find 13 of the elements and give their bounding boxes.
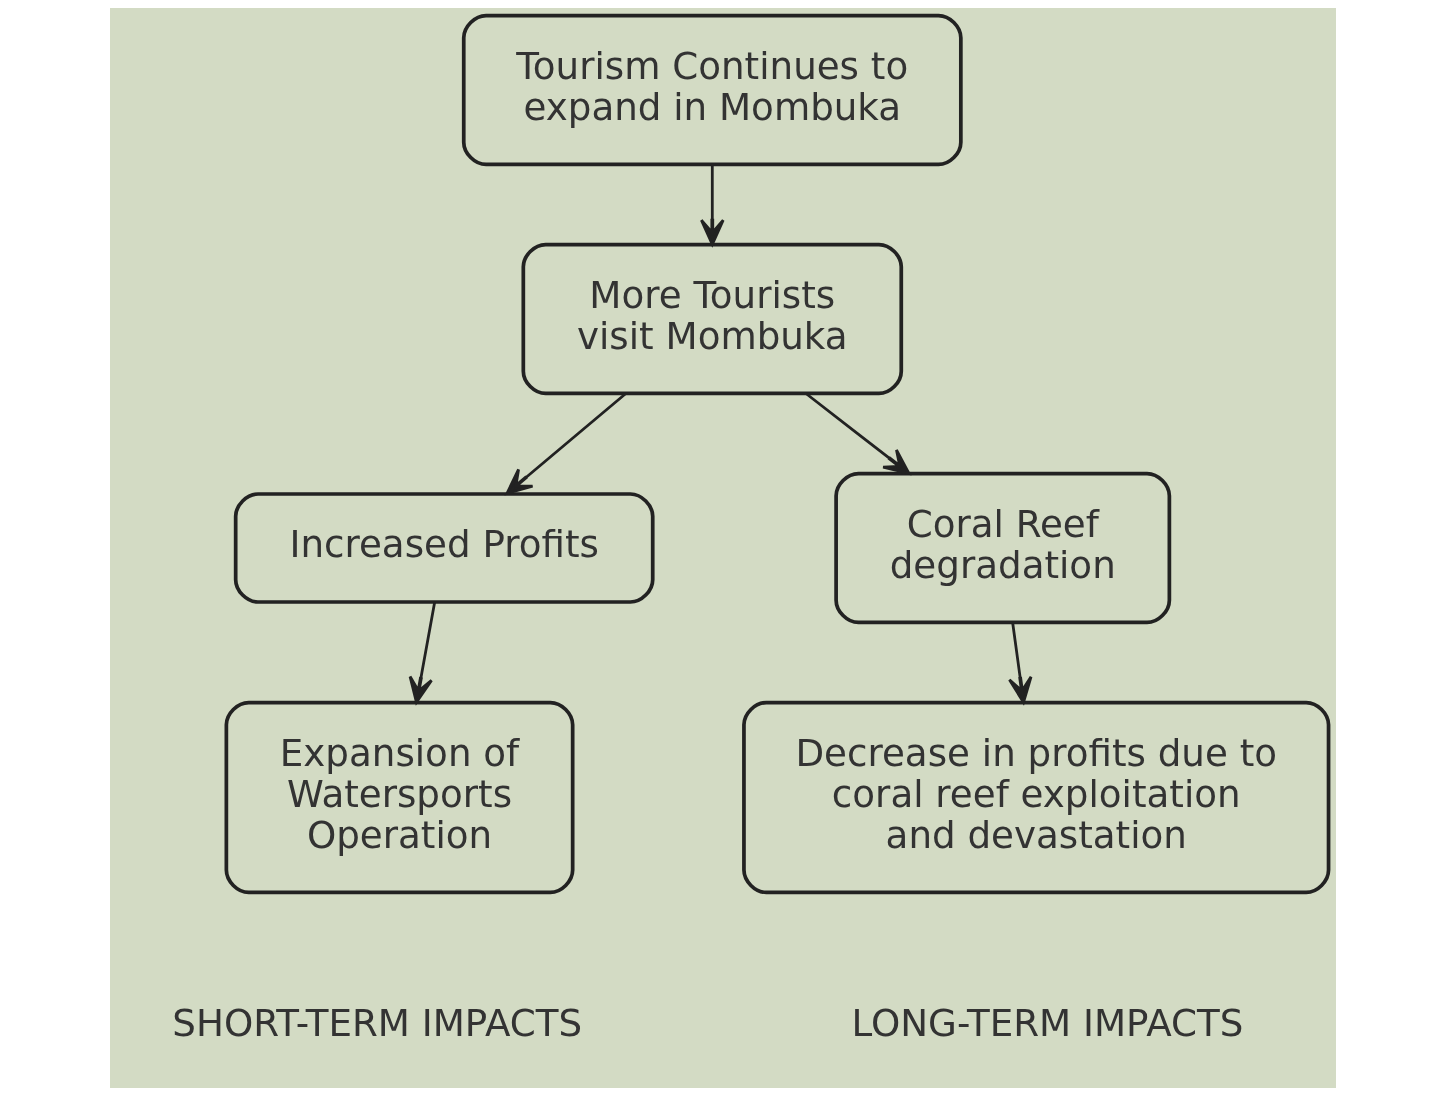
node-box: Tourism Continues to expand in Mombuka	[461, 13, 963, 167]
node-box: Coral Reef degradation	[834, 471, 1172, 625]
node-box: More Tourists visit Mombuka	[521, 242, 904, 396]
node-box: Expansion of Watersports Operation	[224, 700, 575, 895]
arrow	[505, 392, 627, 495]
node-box: Decrease in profits due to coral reef exploitation and devastation	[742, 700, 1331, 895]
node-box: Increased Profits	[233, 492, 655, 604]
arrow	[700, 165, 725, 246]
label: SHORT-TERM IMPACTS	[172, 1000, 583, 1045]
arrow	[805, 392, 911, 475]
arrow	[408, 602, 436, 704]
label: LONG-TERM IMPACTS	[851, 1000, 1244, 1045]
arrow	[1008, 622, 1033, 704]
